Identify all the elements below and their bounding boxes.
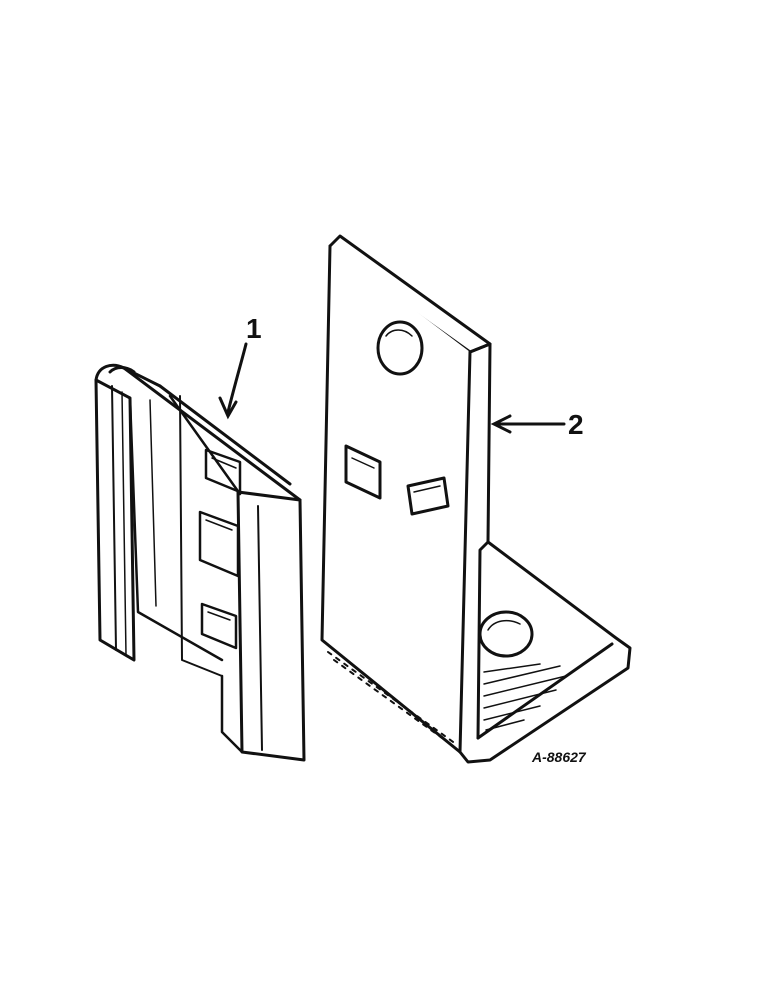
figure-id: A-88627 <box>531 749 587 765</box>
callout-2: 2 <box>568 409 584 440</box>
leader-arrow-2 <box>490 414 566 434</box>
angle-bracket-icon <box>320 234 632 764</box>
callout-1: 1 <box>246 313 262 344</box>
leader-arrow-1 <box>218 342 248 420</box>
channel-clip-icon <box>94 363 306 762</box>
